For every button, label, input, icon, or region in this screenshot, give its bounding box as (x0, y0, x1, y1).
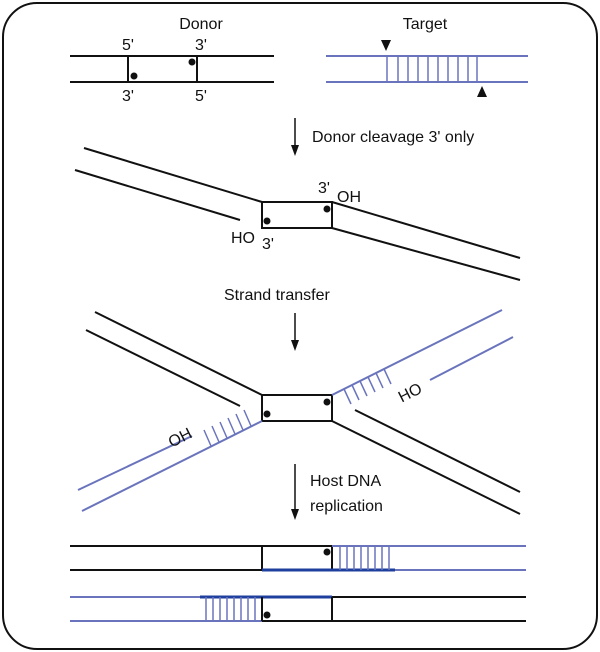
replication-product-top (70, 545, 526, 572)
transfer-ho-label: HO (396, 380, 425, 406)
donor-3prime-top: 3' (195, 37, 207, 54)
product-top-bp-ticks (339, 546, 390, 570)
product-bottom-dot (263, 611, 271, 619)
step-arrow-cleavage: Donor cleavage 3' only (291, 118, 474, 156)
step-cleavage-label: Donor cleavage 3' only (312, 129, 474, 146)
target-label: Target (403, 16, 448, 33)
cleaved-end-dot-right (323, 205, 331, 213)
donor-end-dot-left (130, 72, 138, 80)
donor-3prime-bottom: 3' (122, 88, 134, 105)
target-bp-ticks (386, 56, 478, 82)
cleaved-donor: 3' OH HO 3' (74, 147, 521, 281)
transfer-end-dot-right (323, 398, 331, 406)
donor-5prime-top: 5' (122, 37, 134, 54)
donor-5prime-bottom: 5' (195, 88, 207, 105)
replication-product-bottom (70, 595, 526, 622)
cleaved-end-dot-left (263, 217, 271, 225)
strand-transfer-complex: OH HO (77, 309, 521, 515)
step-replication-line2: replication (310, 498, 383, 515)
product-bottom-bp-ticks (205, 597, 256, 621)
cut-site-top-arrowhead (381, 40, 391, 51)
step-arrow-replication: Host DNA replication (291, 464, 383, 520)
transfer-bp-ticks-left (203, 409, 252, 447)
cleaved-3prime-top: 3' (318, 180, 330, 197)
donor-end-dot-right (188, 58, 196, 66)
cleaved-ho-label: HO (231, 230, 255, 247)
target-duplex: Target (326, 16, 528, 97)
transfer-bp-ticks-right (343, 368, 392, 405)
step-arrow-transfer: Strand transfer (224, 287, 331, 351)
donor-duplex: Donor 5' 3' 3' 5' (70, 16, 274, 105)
transfer-oh-label: OH (166, 425, 195, 451)
cleaved-3prime-bottom: 3' (262, 236, 274, 253)
product-top-dot (323, 548, 331, 556)
donor-label: Donor (179, 16, 223, 33)
cleaved-oh-label: OH (337, 189, 361, 206)
step-transfer-label: Strand transfer (224, 287, 331, 304)
step-replication-line1: Host DNA (310, 473, 381, 490)
cut-site-bottom-arrowhead (477, 86, 487, 97)
transfer-end-dot-left (263, 410, 271, 418)
